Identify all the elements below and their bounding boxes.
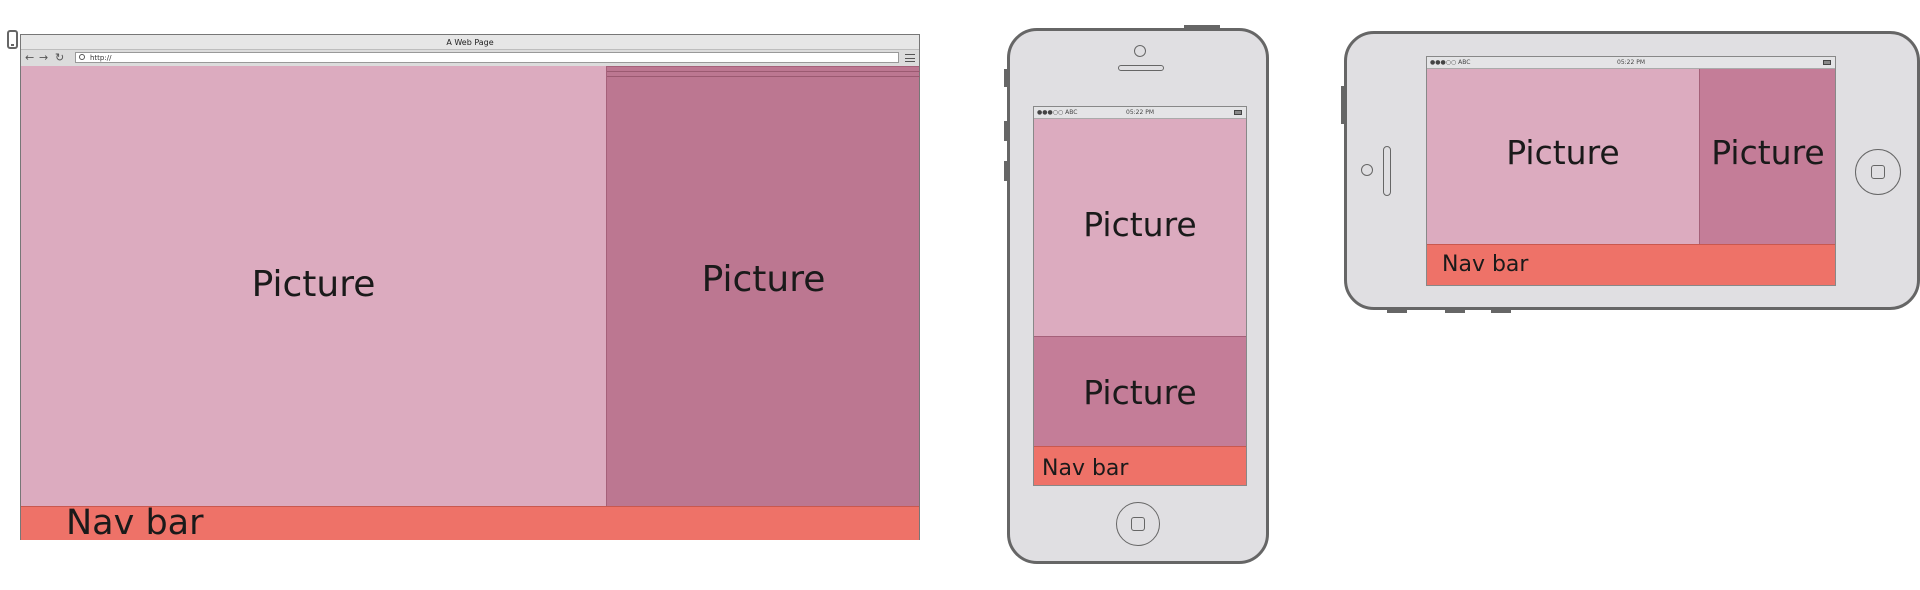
picture-label: Picture <box>1083 373 1197 412</box>
volume-up-button <box>1004 121 1007 141</box>
picture-label: Picture <box>1506 133 1620 172</box>
picture-label: Picture <box>1711 133 1825 172</box>
battery-icon <box>1823 60 1831 65</box>
home-square-icon <box>1131 517 1145 531</box>
status-bar: ●●●○○ ABC 05:22 PM <box>1034 107 1246 119</box>
mute-switch <box>1004 69 1007 87</box>
browser-toolbar: ← → ↻ http:// <box>21 50 919 66</box>
volume-down-button <box>1004 161 1007 181</box>
picture-main: Picture <box>21 66 606 506</box>
nav-bar: Nav bar <box>21 503 919 543</box>
picture-side: Picture <box>1699 69 1835 244</box>
hamburger-menu-icon[interactable] <box>905 54 915 62</box>
browser-title: A Web Page <box>21 35 919 50</box>
divider <box>607 71 920 77</box>
nav-bar-label: Nav bar <box>1042 456 1129 481</box>
picture-bottom: Picture <box>1034 336 1246 446</box>
back-arrow-icon[interactable]: ← <box>25 51 35 64</box>
status-bar: ●●●○○ ABC 05:22 PM <box>1427 57 1835 69</box>
phone-icon[interactable] <box>7 30 18 49</box>
speaker-icon <box>1383 146 1391 196</box>
nav-bar: Nav bar <box>1427 244 1835 285</box>
home-square-icon <box>1871 165 1885 179</box>
power-button <box>1184 25 1220 28</box>
home-button[interactable] <box>1855 149 1901 195</box>
nav-bar-label: Nav bar <box>66 503 204 543</box>
url-text: http:// <box>90 54 112 62</box>
picture-label: Picture <box>1083 205 1197 244</box>
volume-up-button <box>1445 310 1465 313</box>
search-icon <box>79 54 85 60</box>
url-input[interactable]: http:// <box>75 52 899 63</box>
phone-screen: ●●●○○ ABC 05:22 PM Picture Picture Nav b… <box>1033 106 1247 486</box>
browser-window: A Web Page ← → ↻ http:// Picture Picture… <box>20 34 920 543</box>
phone-landscape: ●●●○○ ABC 05:22 PM Picture Picture Nav b… <box>1341 31 1920 313</box>
volume-down-button <box>1491 310 1511 313</box>
nav-bar: Nav bar <box>1034 446 1246 485</box>
picture-label: Picture <box>251 264 376 305</box>
phone-screen: ●●●○○ ABC 05:22 PM Picture Picture Nav b… <box>1426 56 1836 286</box>
home-button[interactable] <box>1116 502 1160 546</box>
reload-icon[interactable]: ↻ <box>55 51 65 64</box>
status-time: 05:22 PM <box>1617 59 1645 66</box>
battery-icon <box>1234 110 1242 115</box>
speaker-icon <box>1118 65 1164 71</box>
phone-portrait: ●●●○○ ABC 05:22 PM Picture Picture Nav b… <box>1004 25 1269 564</box>
carrier-signal: ●●●○○ ABC <box>1430 59 1471 66</box>
status-time: 05:22 PM <box>1126 109 1154 116</box>
mute-switch <box>1387 310 1407 313</box>
forward-arrow-icon[interactable]: → <box>39 51 49 64</box>
picture-side: Picture <box>606 66 920 506</box>
picture-main: Picture <box>1427 69 1699 244</box>
picture-top: Picture <box>1034 119 1246 336</box>
power-button <box>1341 86 1344 124</box>
nav-bar-label: Nav bar <box>1442 252 1529 277</box>
camera-icon <box>1361 164 1373 176</box>
camera-icon <box>1134 45 1146 57</box>
carrier-signal: ●●●○○ ABC <box>1037 109 1078 116</box>
picture-label: Picture <box>701 259 826 300</box>
